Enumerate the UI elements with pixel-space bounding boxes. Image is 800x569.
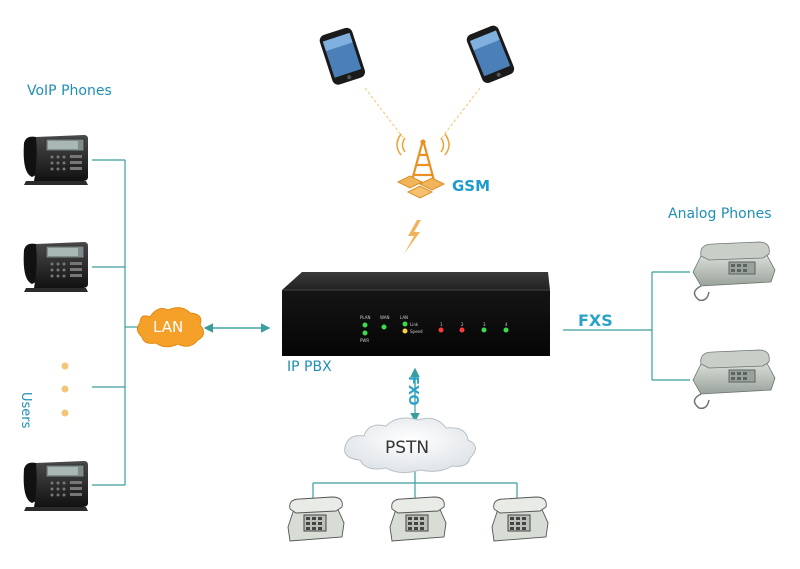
desk-phone-icon [23,461,88,511]
desk-phone-icon [23,135,88,185]
analog-phones-label: Analog Phones [668,206,772,222]
mobile-phone-right [466,25,515,83]
pstn-label: PSTN [385,438,430,458]
analog-phone-2 [692,349,776,410]
desk-phone-icon [23,242,88,292]
pbx-led-label: LAN [400,315,409,320]
analog-phone-1 [692,241,776,302]
pbx-led-label: PLAN [360,315,371,320]
fxs-connection-lines [563,271,690,381]
users-ellipsis-dots [61,362,69,417]
voip-phones-label: VoIP Phones [27,83,112,99]
analog-phone-icon [692,241,776,302]
pbx-port-label: 3 [483,322,486,327]
voip-phone-2 [23,242,88,292]
users-label: Users [18,392,33,429]
lan-badge [136,307,204,348]
voip-phone-1 [23,135,88,185]
pstn-phone-icon [287,496,345,542]
pbx-led-label: PWR [360,338,370,343]
voip-phone-3 [23,461,88,511]
pbx-led-label: Speed [410,329,423,334]
voip-connection-lines [92,159,140,486]
pbx-port-label: 4 [505,322,508,327]
pstn-phone-1 [287,496,345,542]
fxo-label: FXO [405,376,420,406]
ip-pbx-device [282,272,550,356]
pbx-port-label: 2 [461,322,464,327]
pstn-phone-3 [491,496,549,542]
pbx-led-label: Link [410,322,419,327]
pstn-phone-2 [389,496,447,542]
pstn-connection-lines [312,462,518,498]
pstn-phone-icon [389,496,447,542]
mobile-phone-icon [466,25,515,83]
ip-pbx-label: IP PBX [287,359,332,375]
mobile-phone-icon [319,27,365,85]
cloud-icon [344,417,476,474]
gsm-tower [396,133,450,254]
pbx-led-label: WAN [380,315,390,320]
pstn-phone-icon [491,496,549,542]
analog-phone-icon [692,349,776,410]
gsm-tower-icon [396,133,450,199]
gsm-label: GSM [452,177,491,195]
pbx-port-label: 1 [440,322,443,327]
lan-label: LAN [153,318,184,336]
wireless-bolt-icon [404,220,421,254]
mobile-phone-left [319,27,365,85]
pstn-cloud [344,417,476,474]
gsm-signal-lines [364,87,481,141]
fxs-label: FXS [578,311,613,330]
